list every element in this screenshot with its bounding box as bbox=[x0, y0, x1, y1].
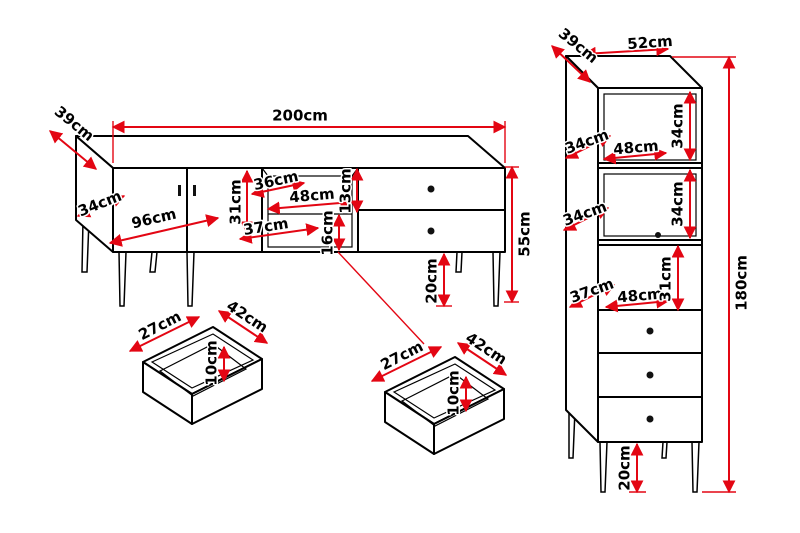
tv-width-label: 200cm bbox=[272, 107, 328, 125]
cabinet-leg-height-label: 20cm bbox=[616, 445, 634, 490]
tv-body-height-label: 55cm bbox=[516, 211, 534, 256]
cabinet-width-label: 52cm bbox=[627, 32, 674, 53]
tv-leg-height-label: 20cm bbox=[423, 258, 441, 303]
cabinet-lower-height-label: 31cm bbox=[657, 256, 675, 301]
drawer-left-dimensions bbox=[128, 310, 269, 383]
tv-niche-left-height-label: 16cm bbox=[319, 210, 337, 255]
drawer-left-height-label: 10cm bbox=[203, 340, 221, 385]
drawer-left-drawing bbox=[142, 326, 263, 425]
tv-stand-dimensions bbox=[48, 120, 519, 345]
tv-niche-right-height-label: 13cm bbox=[337, 168, 355, 213]
drawer-right-height-label: 10cm bbox=[445, 370, 463, 415]
drawer-left-depth-label: 27cm bbox=[135, 307, 184, 344]
cabinet-dimensions bbox=[551, 43, 736, 494]
cabinet-top-height-label: 34cm bbox=[669, 103, 687, 148]
cabinet-middle-height-label: 34cm bbox=[669, 181, 687, 226]
drawer-right-dimensions bbox=[370, 342, 508, 413]
drawer-right-depth-label: 27cm bbox=[377, 337, 426, 374]
tv-door-height-label: 31cm bbox=[227, 179, 245, 224]
cabinet-total-height-label: 180cm bbox=[733, 255, 751, 311]
